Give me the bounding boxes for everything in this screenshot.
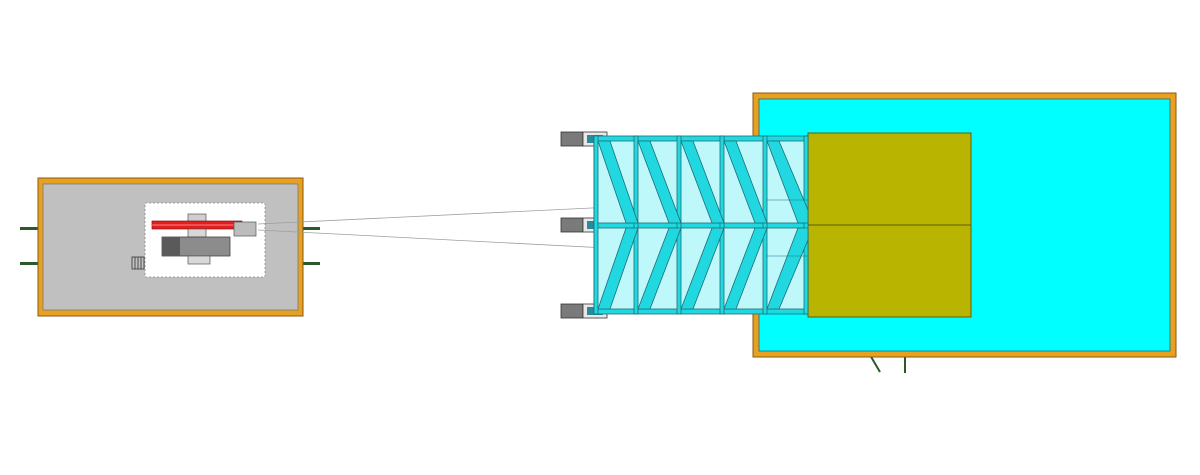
shaft-enclosure [752, 92, 1177, 373]
truss-mid-chord [593, 222, 809, 229]
ladder-icon [131, 256, 145, 270]
truss-posts [593, 135, 809, 315]
truss-gantry [560, 131, 809, 319]
house-right-pin-upper [302, 227, 320, 230]
truss-bottom-chord [593, 308, 809, 315]
truss-braces-upper [597, 140, 809, 224]
house-left-pin-upper [20, 227, 40, 230]
house-left-pin-lower [20, 262, 40, 265]
machine-house [20, 177, 320, 317]
truss-top-chord [593, 135, 809, 142]
house-right-pin-lower [302, 262, 320, 265]
enclosure-pin-left [869, 354, 881, 373]
truss-braces-lower [597, 227, 809, 310]
pulley-icon [767, 199, 808, 257]
winch-icon [151, 213, 257, 265]
